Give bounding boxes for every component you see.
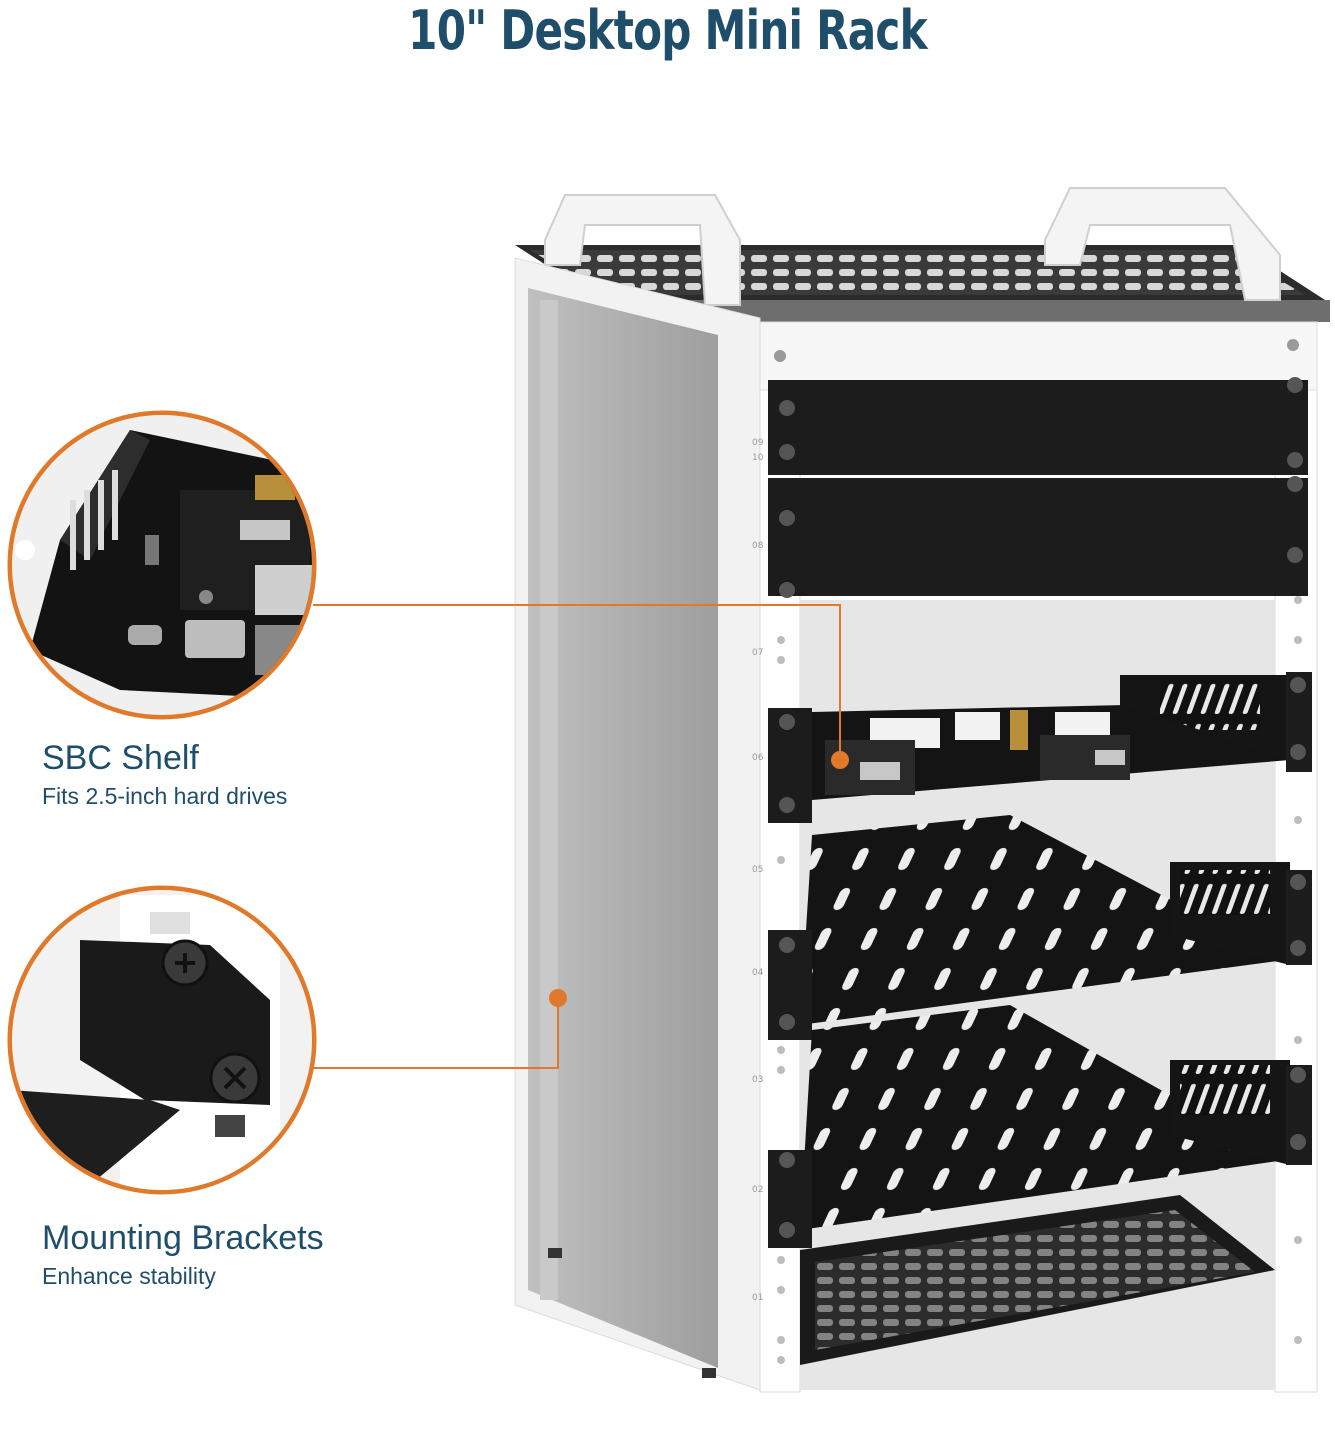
foot-left <box>548 1248 562 1258</box>
vented-shelf-2 <box>768 1005 1312 1248</box>
rail-number: 10 <box>752 453 764 463</box>
handle-right <box>1044 187 1281 301</box>
vented-shelf-1 <box>768 815 1312 1040</box>
mounting-bracket-zoom <box>7 885 317 1195</box>
mounting-brackets-subtitle: Enhance stability <box>42 1263 216 1289</box>
callout-connector-sbc <box>313 604 849 769</box>
rail-number: 09 <box>752 438 764 448</box>
rail-number: 03 <box>752 1075 763 1085</box>
rail-number: 07 <box>752 648 763 658</box>
mounting-brackets-title: Mounting Brackets <box>42 1219 324 1257</box>
callout-connector-bracket <box>313 989 567 1069</box>
rail-number: 08 <box>752 541 764 551</box>
bottom-vent <box>800 1195 1275 1365</box>
sbc-shelf-title: SBC Shelf <box>42 739 199 777</box>
sbc-shelf-zoom <box>7 410 317 720</box>
side-panel-glass <box>514 257 761 1391</box>
rail-number: 04 <box>752 968 764 978</box>
blank-panel-2 <box>768 476 1308 598</box>
blank-panel-1 <box>768 377 1308 475</box>
rail-number: 05 <box>752 865 763 875</box>
rail-number: 02 <box>752 1185 763 1195</box>
foot-mid <box>702 1368 716 1378</box>
sbc-shelf <box>768 672 1312 823</box>
rail-number: 01 <box>752 1293 763 1303</box>
rail-number: 06 <box>752 753 764 763</box>
sbc-shelf-subtitle: Fits 2.5-inch hard drives <box>42 783 288 809</box>
page-title: 10" Desktop Mini Rack <box>408 0 927 62</box>
